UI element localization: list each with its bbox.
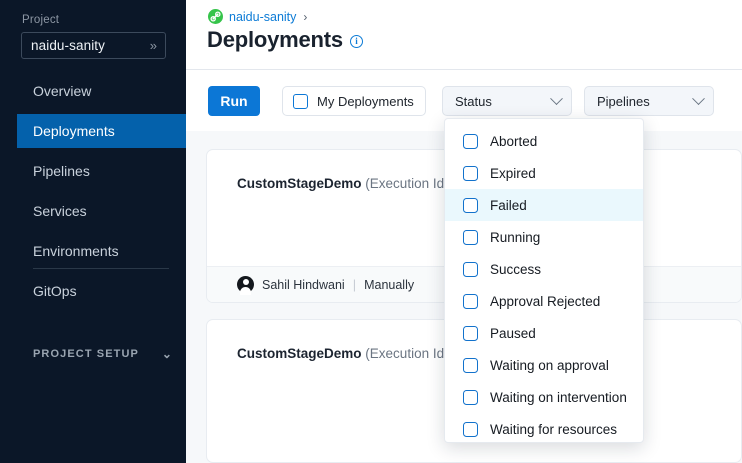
- deployment-author: Sahil Hindwani: [262, 277, 345, 292]
- sidebar-item-deployments[interactable]: Deployments: [17, 114, 186, 148]
- status-option-label: Running: [490, 229, 541, 245]
- checkbox-icon[interactable]: [463, 293, 478, 309]
- status-option-waiting-on-approval[interactable]: Waiting on approval: [445, 349, 643, 381]
- status-option-success[interactable]: Success: [445, 253, 643, 285]
- deployment-execution-id: (Execution Id: [365, 346, 445, 361]
- status-filter-dropdown-button[interactable]: Status: [442, 86, 572, 116]
- sidebar-item-gitops[interactable]: GitOps: [17, 274, 186, 308]
- sidebar-section-project-setup[interactable]: PROJECT SETUP ⌄: [33, 347, 173, 361]
- status-option-waiting-for-resources[interactable]: Waiting for resources: [445, 413, 643, 445]
- deployment-trigger: Manually: [364, 277, 415, 292]
- sidebar-item-label: Services: [33, 203, 87, 219]
- avatar: [237, 276, 254, 295]
- pipelines-filter-label: Pipelines: [597, 93, 650, 109]
- status-option-label: Failed: [490, 197, 527, 213]
- status-option-approval-rejected[interactable]: Approval Rejected: [445, 285, 643, 317]
- run-button[interactable]: Run: [208, 86, 260, 116]
- footer-separator: |: [352, 277, 357, 292]
- status-option-label: Paused: [490, 325, 536, 341]
- status-option-failed[interactable]: Failed: [445, 189, 643, 221]
- status-option-waiting-on-intervention[interactable]: Waiting on intervention: [445, 381, 643, 413]
- chevron-down-icon: [550, 91, 563, 105]
- project-label: Project: [22, 14, 60, 26]
- sidebar-section-label: PROJECT SETUP: [33, 348, 139, 360]
- breadcrumb: naidu-sanity ›: [208, 9, 307, 24]
- deployment-card-title: CustomStageDemo (Execution Id: [237, 176, 444, 191]
- sidebar-item-environments[interactable]: Environments: [17, 234, 186, 268]
- status-option-label: Waiting for resources: [490, 421, 618, 437]
- checkbox-icon[interactable]: [463, 357, 478, 373]
- my-deployments-label: My Deployments: [317, 93, 414, 109]
- deployment-card-title: CustomStageDemo (Execution Id: [237, 346, 444, 361]
- status-option-label: Waiting on approval: [490, 357, 609, 373]
- breadcrumb-project-link[interactable]: naidu-sanity: [229, 9, 297, 24]
- deployment-name: CustomStageDemo: [237, 346, 362, 361]
- pipelines-filter-dropdown-button[interactable]: Pipelines: [584, 86, 714, 116]
- status-option-aborted[interactable]: Aborted: [445, 125, 643, 157]
- sidebar-item-label: Deployments: [33, 123, 115, 139]
- page-title-row: Deployments i: [207, 27, 363, 53]
- page-title: Deployments: [207, 27, 343, 52]
- checkbox-icon[interactable]: [463, 421, 478, 437]
- deployment-name: CustomStageDemo: [237, 176, 362, 191]
- status-option-label: Approval Rejected: [490, 293, 601, 309]
- status-option-running[interactable]: Running: [445, 221, 643, 253]
- sidebar-divider: [33, 268, 169, 269]
- sidebar-item-services[interactable]: Services: [17, 194, 186, 228]
- checkbox-icon[interactable]: [293, 93, 308, 109]
- deployment-execution-id: (Execution Id: [365, 176, 445, 191]
- status-option-label: Success: [490, 261, 542, 277]
- checkbox-icon[interactable]: [463, 165, 478, 181]
- checkbox-icon[interactable]: [463, 325, 478, 341]
- sidebar-item-overview[interactable]: Overview: [17, 74, 186, 108]
- sidebar-nav: Overview Deployments Pipelines Services …: [0, 74, 186, 314]
- sidebar-item-label: GitOps: [33, 283, 77, 299]
- project-selector[interactable]: naidu-sanity »: [21, 32, 166, 59]
- sidebar-item-label: Overview: [33, 83, 92, 99]
- status-option-label: Waiting on intervention: [490, 389, 627, 405]
- chevron-down-icon: [692, 91, 705, 105]
- project-link-icon: [208, 9, 223, 24]
- status-option-label: Aborted: [490, 133, 538, 149]
- sidebar-item-label: Environments: [33, 243, 119, 259]
- status-option-expired[interactable]: Expired: [445, 157, 643, 189]
- checkbox-icon[interactable]: [463, 389, 478, 405]
- status-filter-label: Status: [455, 93, 492, 109]
- project-selector-value: naidu-sanity: [31, 38, 105, 53]
- checkbox-icon[interactable]: [463, 261, 478, 277]
- page-header: naidu-sanity › Deployments i: [186, 0, 742, 70]
- status-option-label: Expired: [490, 165, 536, 181]
- status-dropdown-menu: Aborted Expired Failed Running Success A…: [444, 118, 644, 443]
- breadcrumb-separator-icon: ›: [303, 9, 308, 24]
- chevron-down-icon: ⌄: [161, 347, 173, 361]
- checkbox-icon[interactable]: [463, 197, 478, 213]
- sidebar-item-pipelines[interactable]: Pipelines: [17, 154, 186, 188]
- double-chevron-right-icon: »: [149, 38, 157, 53]
- my-deployments-filter[interactable]: My Deployments: [282, 86, 426, 116]
- status-option-paused[interactable]: Paused: [445, 317, 643, 349]
- checkbox-icon[interactable]: [463, 229, 478, 245]
- sidebar: Project naidu-sanity » Overview Deployme…: [0, 0, 186, 463]
- info-icon[interactable]: i: [349, 35, 363, 48]
- checkbox-icon[interactable]: [463, 133, 478, 149]
- sidebar-item-label: Pipelines: [33, 163, 90, 179]
